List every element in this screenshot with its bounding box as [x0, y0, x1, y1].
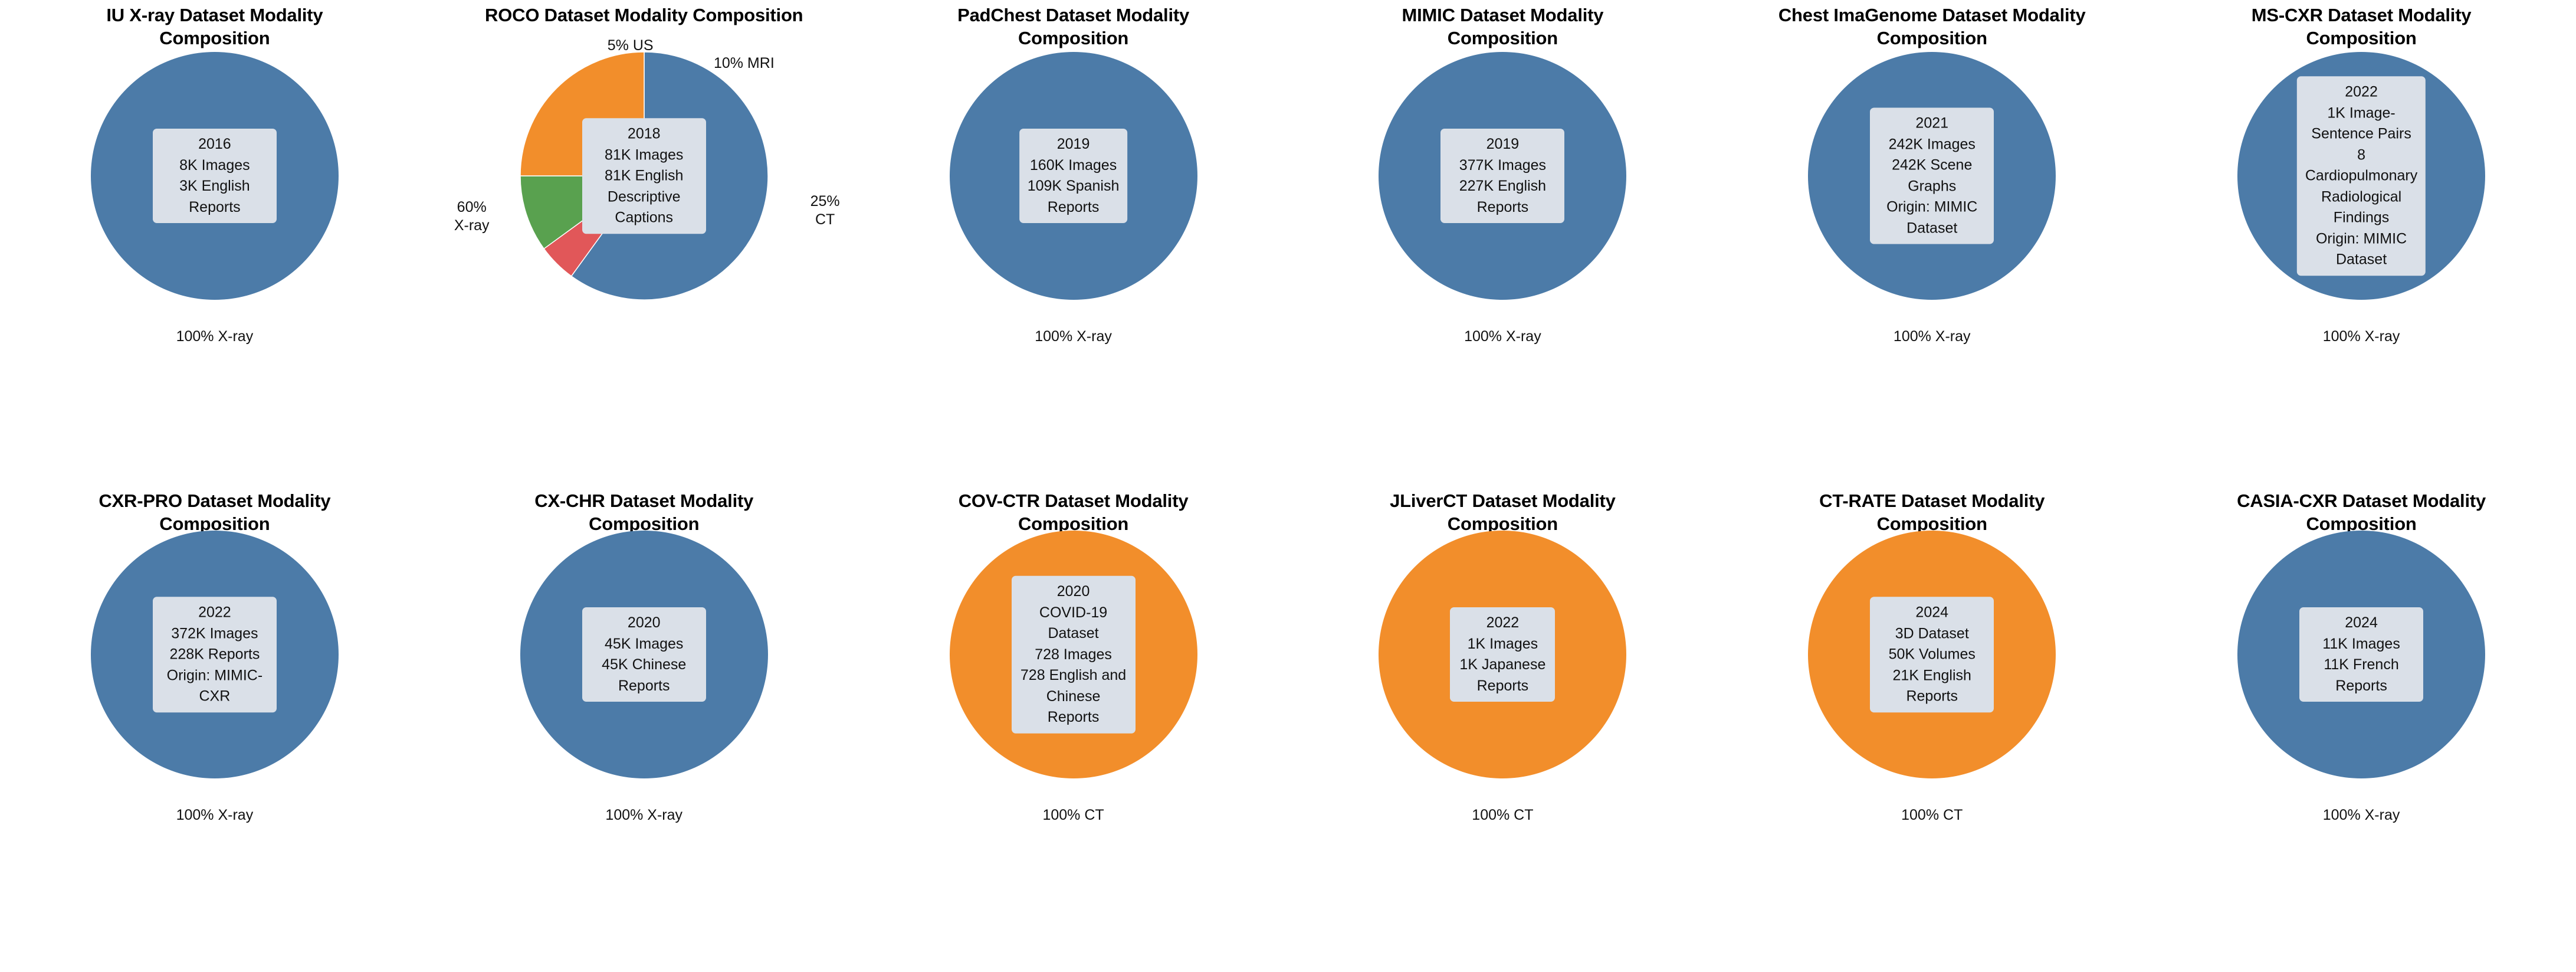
slice-label: 5% US — [607, 37, 654, 54]
pie-chart: 2020 45K Images 45K Chinese Reports — [520, 531, 768, 778]
chart-title: Chest ImaGenome Dataset Modality Composi… — [1778, 5, 2086, 49]
dataset-info-box: 2024 11K Images 11K French Reports — [2299, 607, 2424, 702]
slice-label: 100% X-ray — [2322, 807, 2400, 823]
chart-title: PadChest Dataset Modality Composition — [957, 5, 1190, 49]
slice-label: 60% X-ray — [454, 199, 490, 234]
chart-title: CX-CHR Dataset Modality Composition — [534, 490, 754, 535]
slice-label: 100% X-ray — [2322, 328, 2400, 345]
chart-panel: Chest ImaGenome Dataset Modality Composi… — [1717, 0, 2147, 486]
slice-label: 10% MRI — [713, 55, 775, 71]
chart-panel: CT-RATE Dataset Modality Composition 2024… — [1717, 486, 2147, 971]
slice-label: 100% X-ray — [1035, 328, 1112, 345]
chart-panel: MS-CXR Dataset Modality Composition 2022 … — [2147, 0, 2576, 486]
pie-chart: 2022 372K Images 228K Reports Origin: MI… — [90, 531, 339, 778]
chart-title: ROCO Dataset Modality Composition — [485, 5, 803, 25]
slice-label: 100% X-ray — [605, 807, 683, 823]
dataset-info-box: 2016 8K Images 3K English Reports — [152, 129, 277, 223]
dataset-info-box: 2022 1K Image-Sentence Pairs 8 Cardiopul… — [2296, 76, 2426, 276]
chart-title: JLiverCT Dataset Modality Composition — [1390, 490, 1616, 535]
chart-panel: IU X-ray Dataset Modality Composition 201… — [0, 0, 429, 486]
pie-chart: 2018 81K Images 81K English Descriptive … — [520, 52, 768, 300]
chart-title: MS-CXR Dataset Modality Composition — [2251, 5, 2472, 49]
slice-label: 100% CT — [1042, 807, 1104, 823]
chart-title: CASIA-CXR Dataset Modality Composition — [2237, 490, 2486, 535]
dataset-info-box: 2021 242K Images 242K Scene Graphs Origi… — [1870, 107, 1994, 244]
pie-chart: 2022 1K Images 1K Japanese Reports — [1379, 531, 1627, 778]
pie-chart: 2019 160K Images 109K Spanish Reports — [949, 52, 1197, 300]
dataset-info-box: 2022 372K Images 228K Reports Origin: MI… — [152, 597, 277, 712]
dataset-info-box: 2022 1K Images 1K Japanese Reports — [1450, 607, 1556, 702]
dataset-info-box: 2020 COVID-19 Dataset 728 Images 728 Eng… — [1011, 575, 1136, 734]
dataset-info-box: 2024 3D Dataset 50K Volumes 21K English … — [1870, 597, 1994, 712]
pie-chart: 2019 377K Images 227K English Reports — [1379, 52, 1627, 300]
chart-panel: ROCO Dataset Modality Composition 2018 81… — [429, 0, 859, 486]
slice-label: 100% X-ray — [1464, 328, 1541, 345]
chart-panel: CASIA-CXR Dataset Modality Composition 20… — [2147, 486, 2576, 971]
pie-chart: 2022 1K Image-Sentence Pairs 8 Cardiopul… — [2237, 52, 2485, 300]
chart-title: MIMIC Dataset Modality Composition — [1402, 5, 1604, 49]
dataset-info-box: 2018 81K Images 81K English Descriptive … — [582, 118, 706, 234]
slice-label: 100% CT — [1901, 807, 1963, 823]
pie-chart: 2016 8K Images 3K English Reports — [90, 52, 339, 300]
chart-panel: CX-CHR Dataset Modality Composition 2020 … — [429, 486, 859, 971]
dataset-info-box: 2019 160K Images 109K Spanish Reports — [1019, 129, 1128, 223]
pie-chart: 2020 COVID-19 Dataset 728 Images 728 Eng… — [949, 531, 1197, 778]
chart-title: CT-RATE Dataset Modality Composition — [1819, 490, 2045, 535]
chart-title: COV-CTR Dataset Modality Composition — [958, 490, 1189, 535]
pie-chart: 2021 242K Images 242K Scene Graphs Origi… — [1808, 52, 2056, 300]
chart-panel: JLiverCT Dataset Modality Composition 202… — [1288, 486, 1717, 971]
chart-title: CXR-PRO Dataset Modality Composition — [99, 490, 331, 535]
pie-chart: 2024 11K Images 11K French Reports — [2237, 531, 2485, 778]
slice-label: 100% X-ray — [176, 328, 254, 345]
dataset-info-box: 2019 377K Images 227K English Reports — [1440, 129, 1565, 223]
pie-chart: 2024 3D Dataset 50K Volumes 21K English … — [1808, 531, 2056, 778]
chart-title: IU X-ray Dataset Modality Composition — [106, 5, 323, 49]
chart-panel: COV-CTR Dataset Modality Composition 2020… — [859, 486, 1288, 971]
chart-panel: MIMIC Dataset Modality Composition 2019 3… — [1288, 0, 1717, 486]
slice-label: 25% CT — [810, 193, 840, 228]
slice-label: 100% X-ray — [176, 807, 254, 823]
chart-panel: PadChest Dataset Modality Composition 201… — [859, 0, 1288, 486]
dataset-info-box: 2020 45K Images 45K Chinese Reports — [582, 607, 706, 702]
slice-label: 100% X-ray — [1893, 328, 1971, 345]
chart-panel: CXR-PRO Dataset Modality Composition 2022… — [0, 486, 429, 971]
slice-label: 100% CT — [1472, 807, 1534, 823]
